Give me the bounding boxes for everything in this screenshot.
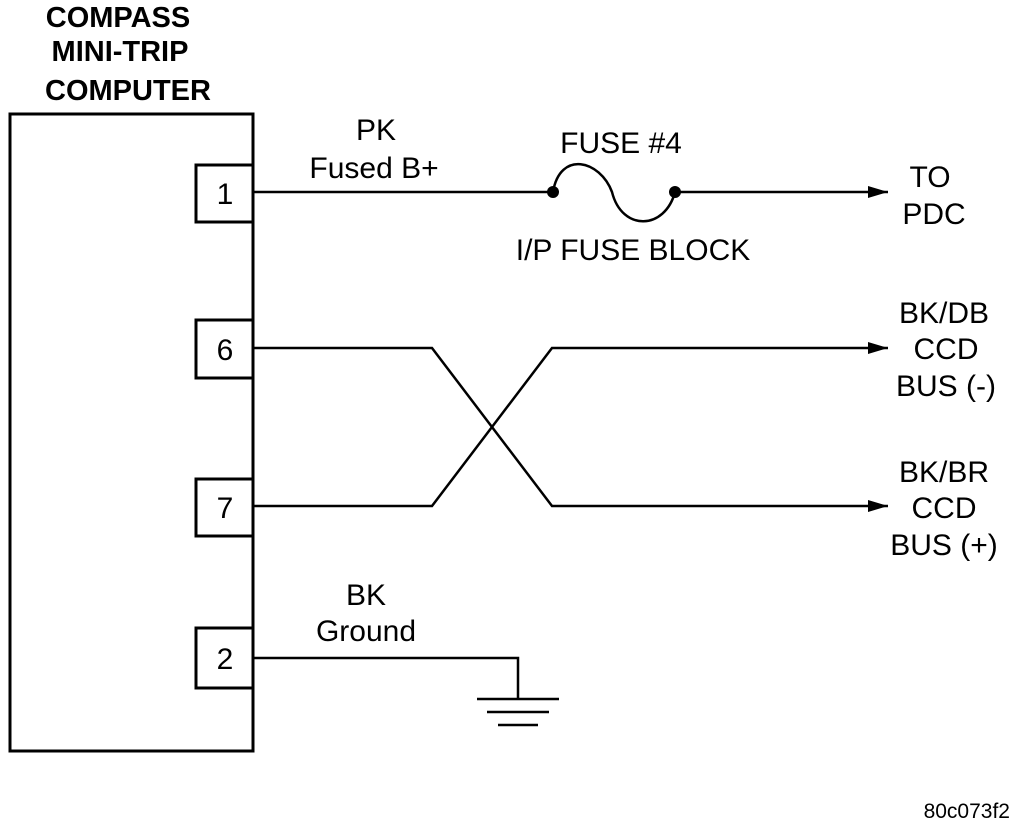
pin6-wire: [253, 346, 888, 512]
ccd-bus-plus-line-1: BK/BR: [899, 456, 989, 489]
module-title-line-3: COMPUTER: [45, 75, 211, 107]
pin-2: 2: [194, 626, 255, 690]
pin1-destination-line-1: TO: [909, 161, 950, 194]
module-title-line-1: COMPASS: [46, 2, 190, 34]
pin-7: 7: [194, 477, 255, 538]
ground-symbol: [477, 697, 559, 727]
pin-2-box: [194, 626, 255, 690]
ccd-bus-minus-line-1: BK/DB: [899, 297, 989, 330]
pin-1-number: 1: [217, 178, 234, 211]
ccd-bus-minus-line-2: CCD: [914, 333, 979, 366]
pin-2-number: 2: [217, 643, 234, 676]
pin-7-box: [194, 477, 255, 538]
pin1-wire-color: PK: [356, 114, 396, 147]
pin7-wire: [253, 342, 888, 508]
pin-6-number: 6: [217, 334, 234, 367]
pin-6: 6: [194, 318, 255, 380]
fuse-block-label: I/P FUSE BLOCK: [516, 234, 751, 267]
module-title-line-2: MINI-TRIP: [52, 36, 189, 68]
ccd-bus-plus-line-2: CCD: [912, 492, 977, 525]
pin-1-box: [194, 163, 255, 224]
pin-7-number: 7: [217, 492, 234, 525]
figure-code: 80c073f2: [924, 800, 1010, 823]
pin-6-box: [194, 318, 255, 380]
pin2-wire-color: BK: [346, 579, 386, 612]
fuse-label: FUSE #4: [560, 127, 682, 160]
pin2-wire-function: Ground: [316, 615, 416, 648]
ccd-bus-minus-line-3: BUS (-): [896, 370, 996, 403]
pin-1: 1: [194, 163, 255, 224]
pin2-ground-wire: [253, 656, 520, 699]
pin1-wire-function: Fused B+: [309, 152, 438, 185]
fuse-4-symbol: [551, 162, 677, 223]
pin1-destination-line-2: PDC: [902, 198, 965, 231]
ccd-bus-plus-line-3: BUS (+): [890, 529, 998, 562]
